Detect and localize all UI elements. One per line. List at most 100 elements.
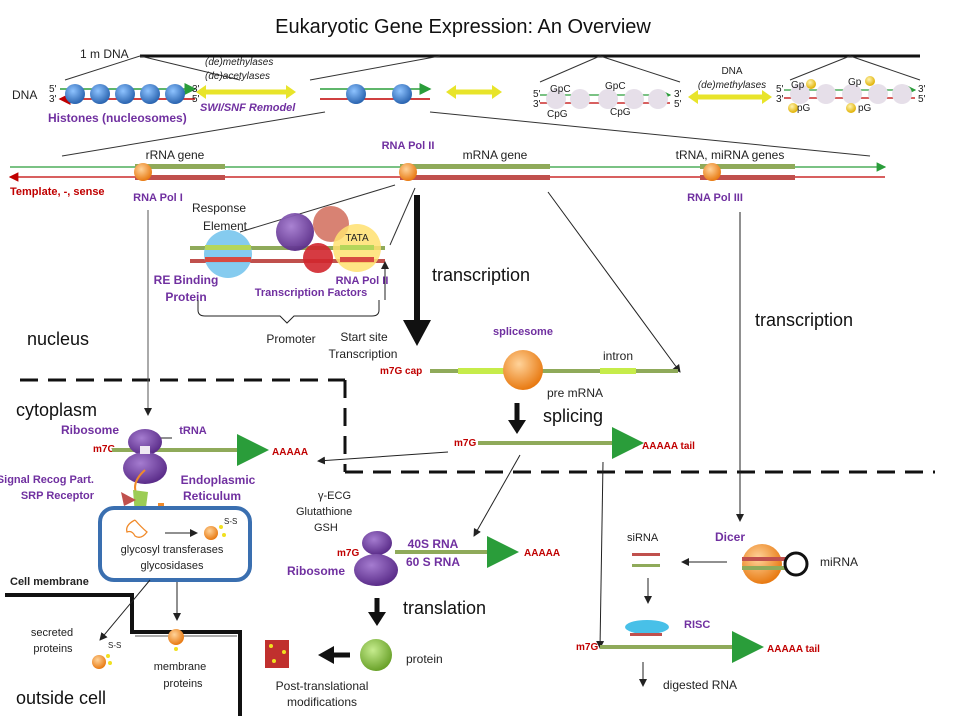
rna-pol-i bbox=[134, 163, 152, 181]
svg-text:DNA: DNA bbox=[721, 66, 742, 77]
svg-text:RE Binding: RE Binding bbox=[154, 273, 219, 287]
histones-label: Histones (nucleosomes) bbox=[48, 111, 187, 125]
svg-text:(de)methylases: (de)methylases bbox=[698, 80, 766, 91]
svg-text:Response: Response bbox=[192, 201, 246, 215]
trna-genes-label: tRNA, miRNA genes bbox=[676, 148, 785, 162]
svg-text:3': 3' bbox=[49, 94, 57, 105]
svg-text:GSH: GSH bbox=[314, 522, 338, 534]
protein-ball bbox=[360, 639, 392, 671]
rrna-gene-label: rRNA gene bbox=[146, 148, 205, 162]
svg-text:3': 3' bbox=[674, 89, 682, 100]
transcription-center-label: transcription bbox=[432, 265, 530, 285]
svg-text:Start site: Start site bbox=[340, 330, 388, 344]
swi-snf-label: SWI/SNF Remodel bbox=[200, 102, 296, 114]
spliceosome bbox=[503, 350, 543, 390]
ribosome-er-label: Ribosome bbox=[61, 423, 119, 437]
tata-label: TATA bbox=[345, 233, 369, 244]
cell-membrane bbox=[5, 593, 242, 716]
transcription-complex bbox=[204, 206, 381, 278]
svg-text:modifications: modifications bbox=[287, 695, 357, 709]
sirna-duplex bbox=[632, 553, 660, 556]
svg-text:5': 5' bbox=[533, 89, 541, 100]
spliceosome-label: splicesome bbox=[493, 326, 553, 338]
svg-text:Post-translational: Post-translational bbox=[276, 679, 369, 693]
svg-text:GpC: GpC bbox=[550, 84, 571, 95]
mirna-label: miRNA bbox=[820, 555, 858, 569]
endoplasmic-reticulum bbox=[98, 506, 252, 582]
svg-text:RNA Pol II: RNA Pol II bbox=[336, 275, 389, 287]
nuclear-envelope bbox=[20, 378, 935, 474]
sirna-label: siRNA bbox=[627, 532, 659, 544]
ribosome-free-label: Ribosome bbox=[287, 564, 345, 578]
m7g-cap-label: m7G cap bbox=[380, 366, 422, 377]
rna-pol-ii-top-label: RNA Pol II bbox=[382, 140, 435, 152]
splicing-label: splicing bbox=[543, 406, 603, 426]
svg-text:GpC: GpC bbox=[605, 81, 626, 92]
svg-text:3': 3' bbox=[192, 84, 200, 95]
nucleus-label: nucleus bbox=[27, 329, 89, 349]
dicer-mirna bbox=[742, 544, 809, 584]
dicer-label: Dicer bbox=[715, 530, 745, 544]
er-ribosome bbox=[121, 429, 167, 515]
svg-text:AAAAA tail: AAAAA tail bbox=[767, 644, 820, 655]
promoter-brace bbox=[197, 300, 380, 324]
translation-label: translation bbox=[403, 598, 486, 618]
svg-text:5': 5' bbox=[192, 94, 200, 105]
svg-text:m7G: m7G bbox=[576, 642, 598, 653]
svg-text:m7G: m7G bbox=[93, 444, 115, 455]
svg-text:m7G: m7G bbox=[337, 548, 359, 559]
svg-text:3': 3' bbox=[533, 99, 541, 110]
svg-text:5': 5' bbox=[49, 84, 57, 95]
svg-text:Protein: Protein bbox=[165, 290, 206, 304]
mrna-gene-label: mRNA gene bbox=[463, 148, 528, 162]
risc-complex bbox=[625, 620, 669, 634]
svg-text:glycosyl transferases: glycosyl transferases bbox=[121, 544, 224, 556]
diagram-title: Eukaryotic Gene Expression: An Overview bbox=[275, 16, 651, 38]
yellow-double-arrow bbox=[446, 85, 502, 99]
svg-text:pG: pG bbox=[858, 103, 872, 114]
promoter-label: Promoter bbox=[266, 332, 315, 346]
template-label: Template, -, sense bbox=[10, 186, 105, 198]
membrane-protein bbox=[168, 629, 184, 645]
aaaaa-tail-label: AAAAA tail bbox=[642, 441, 695, 452]
dna-length-label: 1 m DNA bbox=[80, 47, 129, 61]
svg-text:5': 5' bbox=[674, 99, 682, 110]
svg-text:Reticulum: Reticulum bbox=[183, 489, 241, 503]
svg-text:3': 3' bbox=[918, 84, 926, 95]
svg-text:CpG: CpG bbox=[547, 109, 568, 120]
svg-text:S-S: S-S bbox=[108, 641, 121, 650]
protein-label: protein bbox=[406, 652, 443, 666]
digested-rna-label: digested RNA bbox=[663, 678, 737, 692]
rna-pol-i-label: RNA Pol I bbox=[133, 192, 183, 204]
transcription-factors-label: Transcription Factors bbox=[255, 287, 367, 299]
svg-text:Glutathione: Glutathione bbox=[296, 506, 352, 518]
dna-label: DNA bbox=[12, 88, 37, 102]
pre-mrna-label: pre mRNA bbox=[547, 386, 603, 400]
free-ribosome bbox=[354, 531, 398, 586]
histone-nucleosomes bbox=[65, 84, 185, 104]
svg-text:membrane: membrane bbox=[154, 661, 207, 673]
svg-text:proteins: proteins bbox=[33, 643, 73, 655]
svg-text:(de)methylases: (de)methylases bbox=[205, 57, 273, 68]
rna-pol-iii bbox=[703, 163, 721, 181]
methylated-nucleosomes bbox=[788, 76, 912, 113]
svg-text:(de)acetylases: (de)acetylases bbox=[205, 71, 270, 82]
histone-open-1 bbox=[346, 84, 366, 104]
remodel-arrow bbox=[196, 85, 296, 99]
svg-text:pG: pG bbox=[797, 103, 811, 114]
svg-text:Gp: Gp bbox=[848, 77, 862, 88]
svg-text:m7G: m7G bbox=[454, 438, 476, 449]
svg-text:AAAAA: AAAAA bbox=[524, 548, 560, 559]
cytoplasm-label: cytoplasm bbox=[16, 400, 97, 420]
outside-cell-label: outside cell bbox=[16, 688, 106, 708]
secreted-protein bbox=[92, 655, 106, 669]
svg-text:Element: Element bbox=[203, 219, 248, 233]
svg-text:Gp: Gp bbox=[791, 80, 805, 91]
intron-label: intron bbox=[603, 349, 633, 363]
svg-text:AAAAA: AAAAA bbox=[272, 447, 308, 458]
svg-text:secreted: secreted bbox=[31, 627, 73, 639]
svg-text:glycosidases: glycosidases bbox=[141, 560, 204, 572]
svg-text:CpG: CpG bbox=[610, 107, 631, 118]
histone-open-2 bbox=[392, 84, 412, 104]
